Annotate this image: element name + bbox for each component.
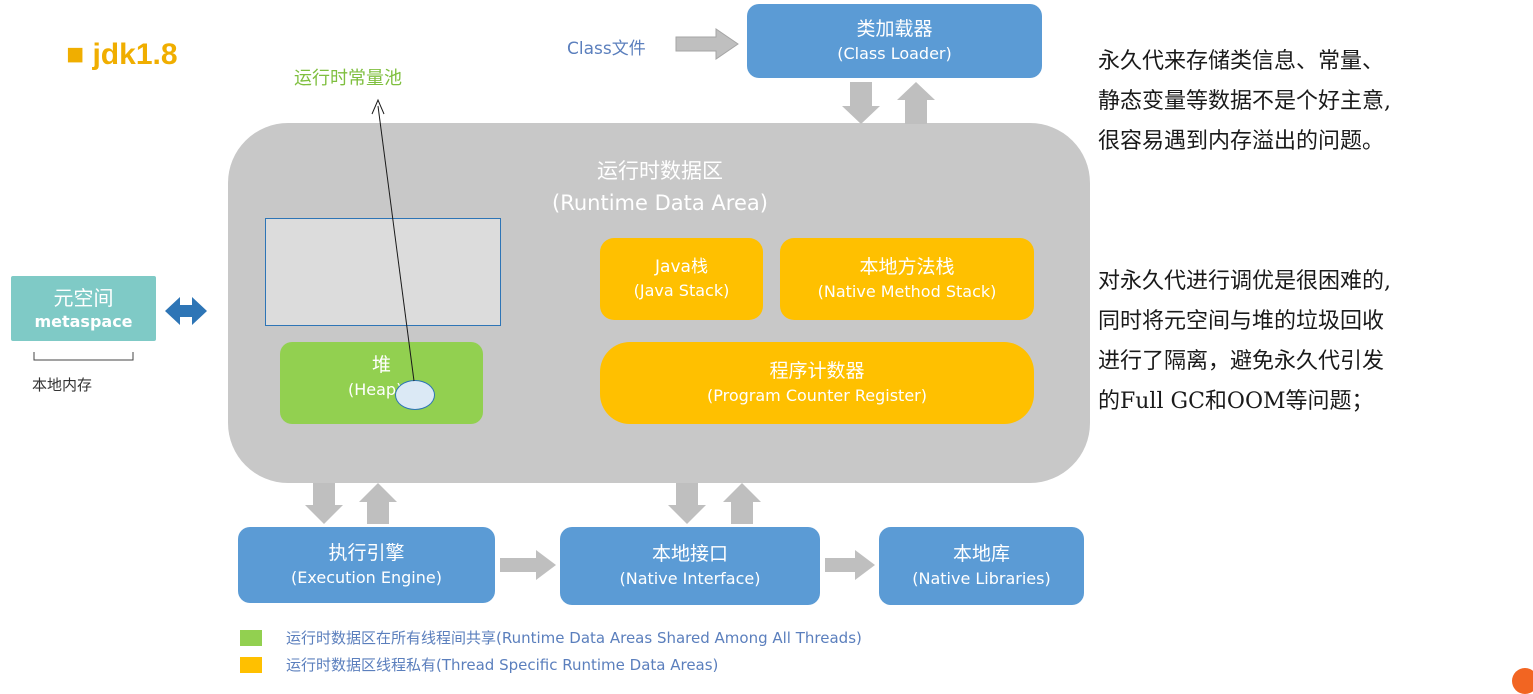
metaspace-cn: 元空间	[53, 285, 114, 310]
note-line: 同时将元空间与堆的垃圾回收	[1098, 309, 1385, 334]
notes-paragraph-2: 对永久代进行调优是很困难的, 同时将元空间与堆的垃圾回收 进行了隔离，避免永久代…	[1098, 262, 1518, 422]
empty-method-area-box	[265, 218, 501, 326]
class-file-label: Class文件	[567, 39, 646, 59]
native-interface-box: 本地接口 (Native Interface)	[560, 527, 820, 605]
execution-engine-en: (Execution Engine)	[291, 568, 442, 587]
note-line: 很容易遇到内存溢出的问题。	[1098, 129, 1385, 154]
runtime-data-area-label: 运行时数据区 (Runtime Data Area)	[480, 155, 840, 219]
pc-register-box: 程序计数器 (Program Counter Register)	[600, 342, 1034, 424]
runtime-area-cn: 运行时数据区	[597, 159, 723, 183]
engine-to-interface-arrow	[500, 550, 556, 580]
native-memory-bracket	[33, 352, 134, 361]
engine-down-arrow	[305, 483, 343, 524]
native-method-stack-box: 本地方法栈 (Native Method Stack)	[780, 238, 1034, 320]
legend-green-swatch	[240, 629, 262, 646]
legend-shared: 运行时数据区在所有线程间共享(Runtime Data Areas Shared…	[240, 627, 862, 648]
note-line: 的Full GC和OOM等问题；	[1098, 389, 1374, 414]
constant-pool-ellipse	[395, 380, 435, 410]
metaspace-box: 元空间 metaspace	[11, 276, 156, 341]
class-file-arrow	[675, 28, 739, 60]
metaspace-double-arrow-icon	[165, 297, 207, 325]
legend-shared-text: 运行时数据区在所有线程间共享(Runtime Data Areas Shared…	[286, 629, 862, 647]
class-loader-en: (Class Loader)	[837, 44, 952, 63]
legend-private: 运行时数据区线程私有(Thread Specific Runtime Data …	[240, 654, 718, 675]
pc-register-en: (Program Counter Register)	[707, 386, 927, 405]
runtime-area-en: (Runtime Data Area)	[552, 191, 768, 215]
diagram-title: ■ jdk1.8	[66, 38, 178, 72]
native-libraries-box: 本地库 (Native Libraries)	[879, 527, 1084, 605]
class-loader-box: 类加载器 (Class Loader)	[747, 4, 1042, 78]
native-libraries-cn: 本地库	[952, 543, 1010, 565]
heap-en: (Heap)	[348, 380, 403, 399]
note-line: 永久代来存储类信息、常量、	[1098, 49, 1385, 74]
java-stack-en: (Java Stack)	[633, 281, 730, 300]
engine-up-arrow	[359, 483, 397, 524]
heap-box: 堆 (Heap)	[280, 342, 483, 424]
native-memory-note: 本地内存	[32, 376, 93, 394]
native-libraries-en: (Native Libraries)	[912, 569, 1051, 588]
java-stack-cn: Java栈	[655, 257, 708, 277]
interface-to-libraries-arrow	[825, 550, 875, 580]
heap-cn: 堆	[371, 354, 391, 376]
native-method-stack-en: (Native Method Stack)	[817, 282, 997, 301]
interface-down-arrow	[668, 483, 706, 524]
class-loader-cn: 类加载器	[856, 18, 933, 40]
notes-paragraph-1: 永久代来存储类信息、常量、 静态变量等数据不是个好主意, 很容易遇到内存溢出的问…	[1098, 42, 1518, 162]
note-line: 静态变量等数据不是个好主意,	[1098, 89, 1391, 114]
legend-private-text: 运行时数据区线程私有(Thread Specific Runtime Data …	[286, 656, 719, 674]
legend-orange-swatch	[240, 656, 262, 673]
note-line: 对永久代进行调优是很困难的,	[1098, 269, 1391, 294]
native-interface-cn: 本地接口	[651, 543, 728, 565]
execution-engine-box: 执行引擎 (Execution Engine)	[238, 527, 495, 603]
title-square-icon: ■	[66, 38, 85, 71]
corner-logo-icon	[1512, 668, 1533, 694]
java-stack-box: Java栈 (Java Stack)	[600, 238, 763, 320]
constant-pool-label: 运行时常量池	[294, 68, 402, 89]
title-text: jdk1.8	[92, 38, 178, 71]
constant-pool-pointer-head	[371, 98, 385, 115]
native-method-stack-cn: 本地方法栈	[859, 256, 955, 278]
interface-up-arrow	[723, 483, 761, 524]
native-interface-en: (Native Interface)	[619, 569, 761, 588]
metaspace-en: metaspace	[34, 311, 133, 331]
note-line: 进行了隔离，避免永久代引发	[1098, 349, 1385, 374]
loader-down-arrow	[842, 82, 880, 124]
loader-up-arrow	[897, 82, 935, 124]
execution-engine-cn: 执行引擎	[328, 542, 405, 564]
pc-register-cn: 程序计数器	[769, 360, 865, 382]
